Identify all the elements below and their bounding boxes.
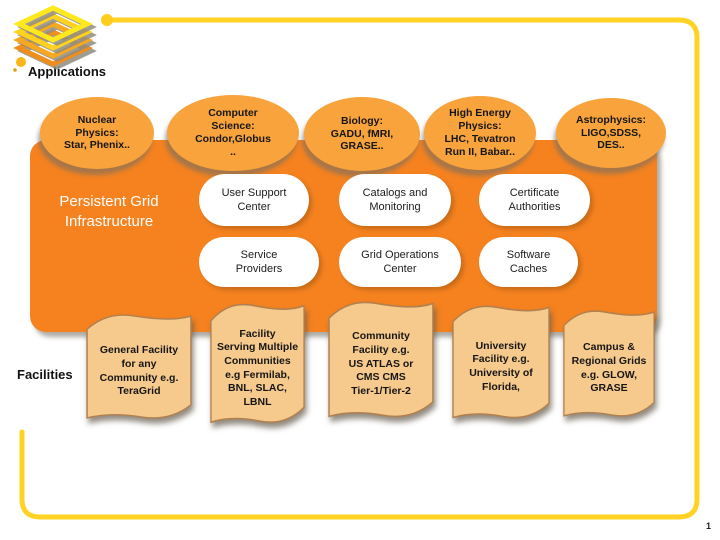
facility-label: University Facility e.g. University of F… xyxy=(469,339,533,393)
application-ellipse-high-energy-physics: High Energy Physics: LHC, Tevatron Run I… xyxy=(424,96,536,170)
application-ellipse-nuclear-physics: Nuclear Physics: Star, Phenix.. xyxy=(40,97,154,169)
facility-box-university: University Facility e.g. University of F… xyxy=(452,303,550,423)
application-ellipse-astrophysics: Astrophysics: LIGO,SDSS, DES.. xyxy=(556,98,666,168)
infrastructure-title: Persistent Grid Infrastructure xyxy=(59,193,159,231)
service-box-catalogs-monitoring: Catalogs and Monitoring xyxy=(339,174,451,226)
application-ellipse-computer-science: Computer Science: Condor,Globus .. xyxy=(167,95,299,171)
facility-label: Community Facility e.g. US ATLAS or CMS … xyxy=(348,330,414,397)
service-box-user-support: User Support Center xyxy=(199,174,309,226)
application-ellipse-biology: Biology: GADU, fMRI, GRASE.. xyxy=(304,97,420,171)
facility-box-multi-community: Facility Serving Multiple Communities e.… xyxy=(210,301,305,428)
service-box-software-caches: Software Caches xyxy=(479,237,578,287)
facility-label: Campus & Regional Grids e.g. GLOW, GRASE xyxy=(571,341,647,395)
service-box-grid-operations: Grid Operations Center xyxy=(339,237,461,287)
diamond-stack-logo-icon xyxy=(13,5,97,70)
page-number: 1 xyxy=(705,521,711,531)
facility-box-general: General Facility for any Community e.g. … xyxy=(86,312,192,423)
facility-label: General Facility for any Community e.g. … xyxy=(99,344,179,398)
service-box-certificate-authorities: Certificate Authorities xyxy=(479,174,590,226)
service-box-service-providers: Service Providers xyxy=(199,237,319,287)
facility-label: Facility Serving Multiple Communities e.… xyxy=(216,327,299,408)
facilities-label: Facilities xyxy=(17,367,73,382)
facility-box-campus-regional: Campus & Regional Grids e.g. GLOW, GRASE xyxy=(563,308,655,421)
facility-box-community: Community Facility e.g. US ATLAS or CMS … xyxy=(328,299,434,422)
